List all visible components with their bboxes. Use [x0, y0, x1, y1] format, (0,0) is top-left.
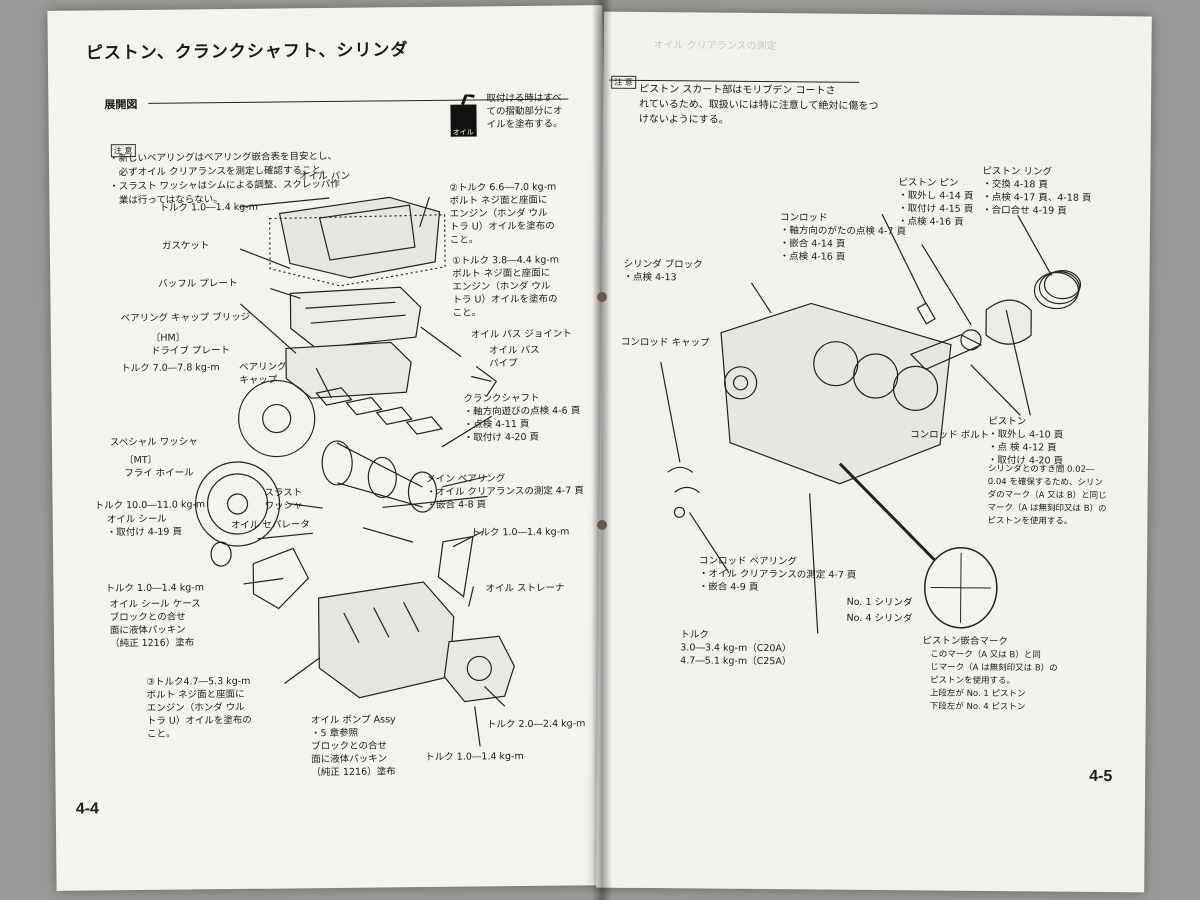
label-conrod-bearing: コンロッド ベアリング ・オイル クリアランスの測定 4-7 頁 ・嵌合 4-9… [698, 555, 857, 593]
label-torque: トルク 1.0―1.4 kg-m [105, 582, 204, 595]
label-piston-mark-title: ピストン嵌合マーク [922, 635, 1008, 648]
label-bearing-cap: ベアリング キャップ [239, 361, 287, 386]
book-gutter [592, 0, 612, 900]
right-page: オイル クリアランスの測定 注 意 ピストン スカート部はモリブデン コートさ … [596, 11, 1152, 893]
label-piston: ピストン ・取外し 4-10 頁 ・点 検 4-12 頁 ・取付け 4-20 頁 [987, 415, 1064, 467]
label-oil-pass-pipe: オイル パス パイプ [488, 344, 540, 370]
label-conrod-cap: コンロッド キャップ [620, 336, 710, 349]
label-baffle-plate: バッフル プレート [158, 277, 238, 290]
label-torque: トルク 3.0―3.4 kg-m（C20A） 4.7―5.1 kg-m（C25A… [680, 629, 792, 668]
label-torque: トルク 1.0―1.4 kg-m [159, 201, 259, 214]
label-conrod-bolt: コンロッド ボルト [910, 429, 990, 442]
label-oil-separator: オイル セパレータ [230, 519, 310, 532]
section-subtitle: 展開図 [104, 97, 138, 112]
label-torque-note-1: ①トルク 3.8―4.4 kg-m ボルト ネジ面と座面に エンジン（ホンダ ウ… [451, 254, 560, 319]
label-flywheel: 〔MT〕 フライ ホイール [124, 454, 194, 480]
label-oil-seal: オイル シール ・取付け 4-19 頁 [106, 513, 183, 539]
binding-hole [597, 520, 607, 530]
piston-mark-drawing [924, 547, 998, 629]
label-cylinder-4: No. 4 シリンダ [846, 612, 913, 625]
label-thrust-washer: スラスト ワッシャ [264, 487, 303, 512]
oil-can-text: 取付ける時はすべ ての摺動部分にオ イルを塗布する。 [486, 92, 563, 131]
label-torque: トルク 2.0―2.4 kg-m [486, 718, 586, 731]
label-torque: トルク 10.0―11.0 kg-m [94, 499, 206, 512]
label-oil-pan: オイル パン [299, 170, 351, 183]
note-line: 必ずオイル クリアランスを測定し確認すること。 [109, 164, 331, 179]
label-main-bearing: メイン ベアリング ・オイル クリアランスの測定 4-7 頁 ・嵌合 4-8 頁 [426, 473, 584, 511]
label-torque: トルク 1.0―1.4 kg-m [425, 750, 524, 764]
label-oil-pump: オイル ポンプ Assy ・5 章参照 ブロックとの合せ 面に液体パッキン （純… [310, 714, 396, 779]
oil-can-label: オイル [452, 128, 474, 137]
note-line: ・新しいベアリングはベアリング嵌合表を目安とし、 [108, 150, 338, 165]
label-gasket: ガスケット [161, 240, 210, 252]
oil-can-icon [450, 94, 477, 137]
note-text: ピストン スカート部はモリブデン コートさ れているため、取扱いには特に注意して… [638, 83, 879, 126]
label-crankshaft: クランクシャフト ・軸方向遊びの点検 4-6 頁 ・点検 4-11 頁 ・取付け… [463, 392, 581, 444]
label-special-washer: スペシャル ワッシャ [109, 436, 198, 449]
label-torque-note-2: ②トルク 6.6―7.0 kg-m ボルト ネジ面と座面に エンジン（ホンダ ウ… [449, 181, 557, 246]
label-piston-ring: ピストン リング ・交換 4-18 頁 ・点検 4-17 頁、4-18 頁 ・合… [982, 165, 1092, 217]
label-piston-mark-note: このマーク（A 又は B）と同 じマーク（A は無刻印又は B）の ピストンを使… [929, 649, 1058, 713]
label-torque: トルク 7.0―7.8 kg-m [121, 362, 220, 375]
label-torque: トルク 1.0―1.4 kg-m [470, 526, 570, 539]
label-cylinder-1: No. 1 シリンダ [846, 596, 913, 609]
label-oil-pass-joint: オイル パス ジョイント [470, 328, 572, 341]
page-number: 4-5 [1089, 767, 1113, 786]
left-page: ピストン、クランクシャフト、シリンダ 展開図 注 意 ・新しいベアリングはベアリ… [47, 5, 612, 891]
label-cylinder-block: シリンダ ブロック ・点検 4-13 [623, 258, 703, 284]
exploded-view-drawing [194, 196, 515, 747]
binding-hole [597, 292, 607, 302]
label-conrod: コンロッド ・軸方向のがたの点検 4-7 頁 ・嵌合 4-14 頁 ・点検 4-… [779, 212, 907, 263]
label-oil-seal-case: オイル シール ケース ブロックとの合せ 面に液体パッキン （純正 1216）塗… [109, 598, 201, 650]
bleed-through-text: オイル クリアランスの測定 [653, 40, 777, 53]
page-number: 4-4 [75, 800, 99, 818]
label-torque-note-3: ③トルク4.7―5.3 kg-m ボルト ネジ面と座面に エンジン（ホンダ ウル… [146, 675, 252, 740]
label-drive-plate: 〔HM〕 ドライブ プレート [150, 332, 231, 357]
label-piston-note: シリンダとのすき間 0.02― 0.04 を確保するため、シリン ダのマーク（A… [987, 463, 1107, 527]
label-piston-pin: ピストン ピン ・取外し 4-14 頁 ・取付け 4-15 頁 ・点検 4-16… [897, 177, 974, 228]
label-oil-strainer: オイル ストレーナ [485, 582, 565, 595]
page-title: ピストン、クランクシャフト、シリンダ [85, 40, 409, 64]
cylinder-block-drawing [660, 211, 1082, 636]
label-bearing-cap-bridge: ベアリング キャップ ブリッジ [120, 311, 251, 325]
